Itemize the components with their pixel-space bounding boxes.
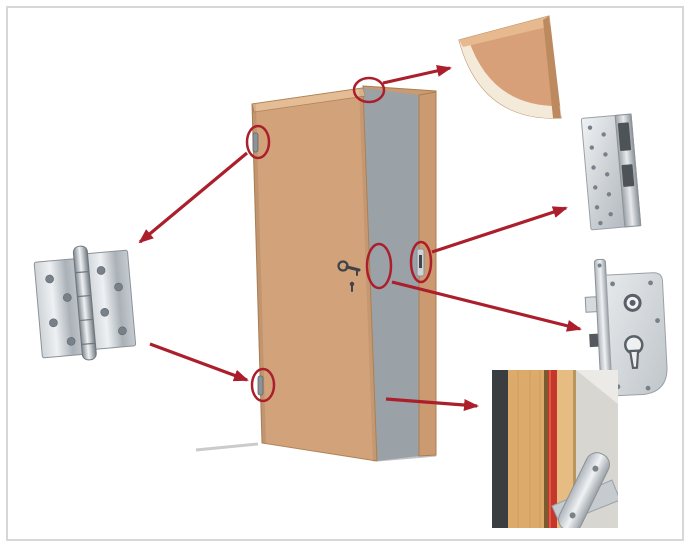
floor-line-left xyxy=(195,442,259,452)
lock-cylinder-tail xyxy=(628,349,640,370)
seal-wood-edge xyxy=(573,370,576,528)
arrow-to-hinge xyxy=(138,151,249,244)
leader-arrows xyxy=(138,64,582,411)
arrow-to-mortise-lock xyxy=(391,280,582,332)
seal-strip-red xyxy=(548,370,557,528)
image-border xyxy=(6,6,684,541)
lock-case xyxy=(605,272,668,397)
hinge-detail: butt-hinge xyxy=(33,245,137,361)
corner-top-face xyxy=(459,16,551,47)
seal-wood-band xyxy=(508,370,544,528)
callout-bottom-hinge: bottom-hinge-position xyxy=(250,367,276,403)
lock-deadbolt xyxy=(589,333,599,348)
strike-plate-on-frame xyxy=(416,248,425,277)
arrow-to-bottom-hinge xyxy=(149,342,249,382)
seal-light-corner xyxy=(576,370,618,404)
callout-strike: strike-position xyxy=(409,240,433,284)
lock-latch xyxy=(584,296,598,313)
seal-wood-light-band xyxy=(557,370,573,528)
callout-circles: top-hinge-position bottom-hinge-position… xyxy=(245,76,433,403)
arrow-to-corner-detail xyxy=(382,64,452,85)
door-leaf xyxy=(251,87,378,462)
plate-cutout-top xyxy=(617,122,632,152)
callout-top-edge: door-top-edge xyxy=(352,76,386,104)
hinge-knuckle xyxy=(72,245,97,361)
plate-cutout-mid xyxy=(621,164,635,187)
arrow-to-seal-detail xyxy=(385,397,479,411)
arrow-to-strike-plate xyxy=(431,206,568,254)
seal-dark-strip xyxy=(492,370,508,528)
corner-core-detail: door-leaf-core-corner xyxy=(458,15,562,119)
door-top-edge xyxy=(251,87,366,113)
lock-spindle-center xyxy=(629,299,636,306)
callout-lock-edge: lock-edge-position xyxy=(365,242,393,290)
strike-plate-detail: lock-faceplate-strike-plate xyxy=(580,113,642,231)
door-face xyxy=(251,87,378,462)
callout-top-hinge: top-hinge-position xyxy=(245,124,271,160)
hinge-knuckle-segments xyxy=(75,270,96,346)
door-key xyxy=(337,260,361,292)
seal-detail: door-frame-seal-detail xyxy=(492,370,618,528)
plate-screw-holes xyxy=(587,125,613,226)
door-hinge-marks xyxy=(252,132,264,396)
hinge-screw-holes xyxy=(45,266,127,346)
seal-groove xyxy=(544,370,548,528)
corner-right-edge xyxy=(543,16,561,118)
mortise-lock-detail: mortise-lock-body xyxy=(584,258,668,408)
door-left-shade xyxy=(252,104,266,443)
corner-core-band xyxy=(459,38,561,119)
frame-jamb xyxy=(418,91,437,457)
seal-hinge-bar xyxy=(558,452,610,528)
seal-wood-grain xyxy=(517,370,541,528)
